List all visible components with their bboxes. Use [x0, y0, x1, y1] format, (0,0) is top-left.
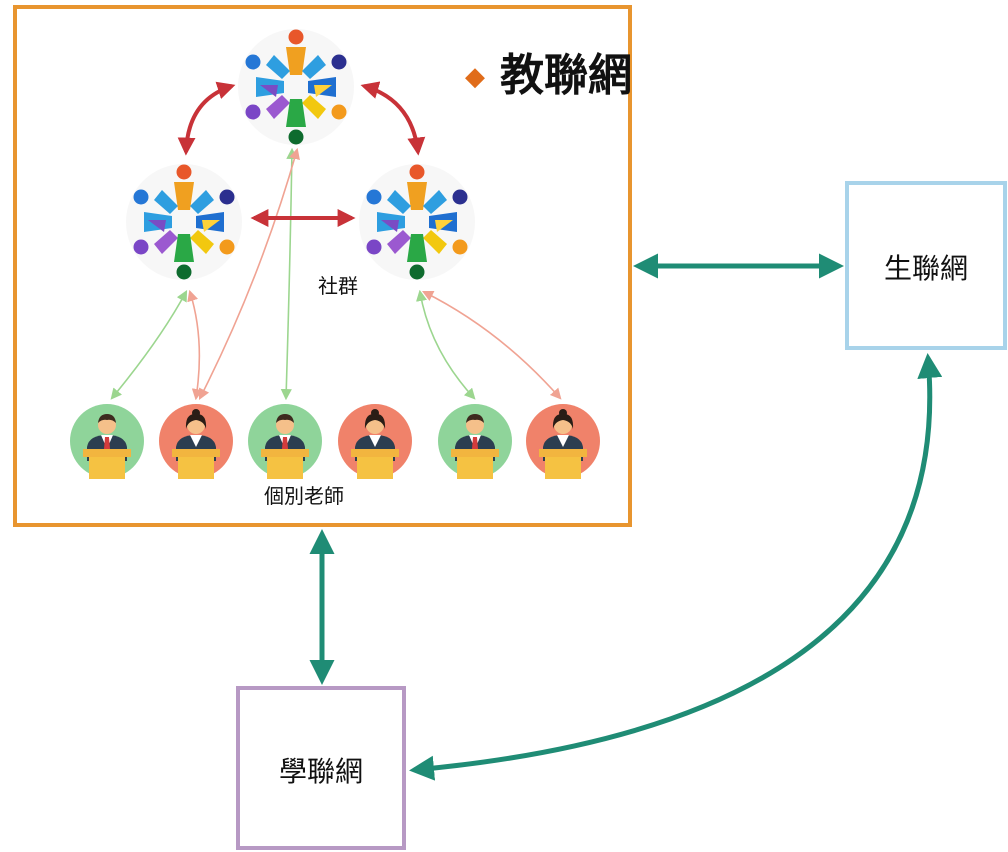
- teacher-network-title-text: 教聯網: [500, 50, 632, 101]
- student-network-box: [845, 181, 1007, 350]
- community-group-icon: [126, 164, 242, 280]
- teachers-label: 個別老師: [264, 484, 344, 508]
- network-connectors: [309, 253, 943, 781]
- school-network-box: [236, 686, 406, 850]
- community-group-icon: [359, 164, 475, 280]
- community-label: 社群: [318, 274, 358, 298]
- community-arrows: [177, 81, 426, 227]
- title-bullet-icon: ◆: [465, 62, 485, 92]
- teacher-network-title: 教聯網: [500, 50, 632, 101]
- school-network-label: 學聯網: [279, 755, 363, 788]
- student-school-connector: [409, 353, 943, 781]
- student-network-label: 生聯網: [884, 252, 968, 285]
- community-group-icon: [238, 29, 354, 145]
